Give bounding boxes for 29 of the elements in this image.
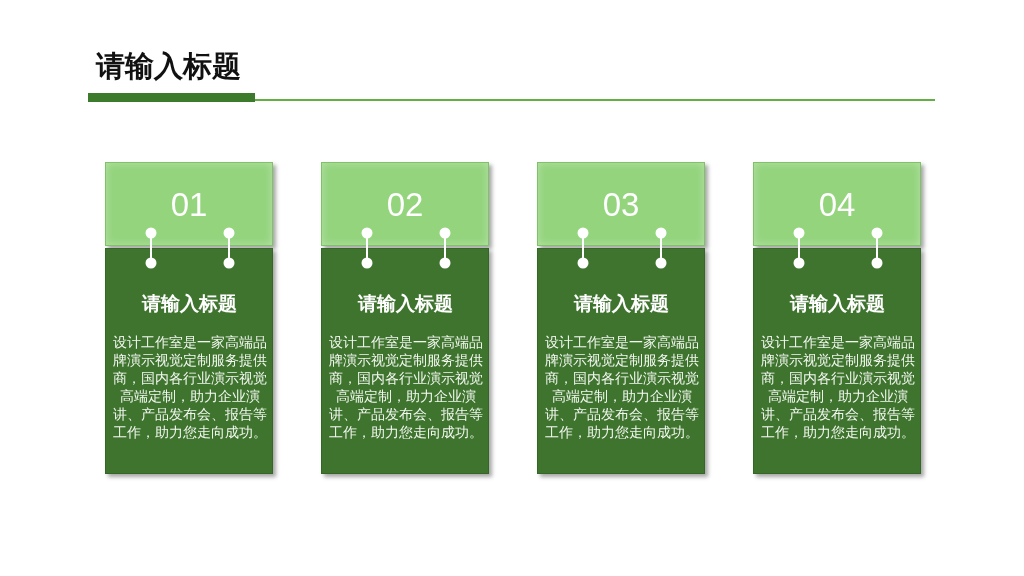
step-number: 01 (170, 185, 208, 225)
card-heading: 请输入标题 (141, 292, 237, 316)
card-body (537, 248, 705, 474)
pin-connector (577, 227, 589, 269)
number-header (105, 162, 273, 246)
step-number: 03 (602, 185, 640, 225)
pin-connector (145, 227, 157, 269)
card-heading: 请输入标题 (357, 292, 453, 316)
number-header (753, 162, 921, 246)
pin-connector (793, 227, 805, 269)
card-description: 设计工作室是一家高端品牌演示视觉定制服务提供商，国内各行业演示视觉高端定制，助力企业演讲、产品发布会、报告等工作，助力您走向成功。 (544, 333, 700, 441)
pin-connector (655, 227, 667, 269)
card-heading: 请输入标题 (789, 292, 885, 316)
number-header (537, 162, 705, 246)
card-heading: 请输入标题 (573, 292, 669, 316)
step-number: 04 (818, 185, 856, 225)
pin-connector (871, 227, 883, 269)
pin-connector (223, 227, 235, 269)
card-description: 设计工作室是一家高端品牌演示视觉定制服务提供商，国内各行业演示视觉高端定制，助力企业演讲、产品发布会、报告等工作，助力您走向成功。 (328, 333, 484, 441)
card-description: 设计工作室是一家高端品牌演示视觉定制服务提供商，国内各行业演示视觉高端定制，助力企业演讲、产品发布会、报告等工作，助力您走向成功。 (760, 333, 916, 441)
card-description: 设计工作室是一家高端品牌演示视觉定制服务提供商，国内各行业演示视觉高端定制，助力企业演讲、产品发布会、报告等工作，助力您走向成功。 (112, 333, 268, 441)
pin-connector (361, 227, 373, 269)
card-body (321, 248, 489, 474)
card-body (105, 248, 273, 474)
number-header (321, 162, 489, 246)
card-body (753, 248, 921, 474)
slide-title: 请输入标题 (96, 49, 241, 84)
pin-connector (439, 227, 451, 269)
step-number: 02 (386, 185, 424, 225)
